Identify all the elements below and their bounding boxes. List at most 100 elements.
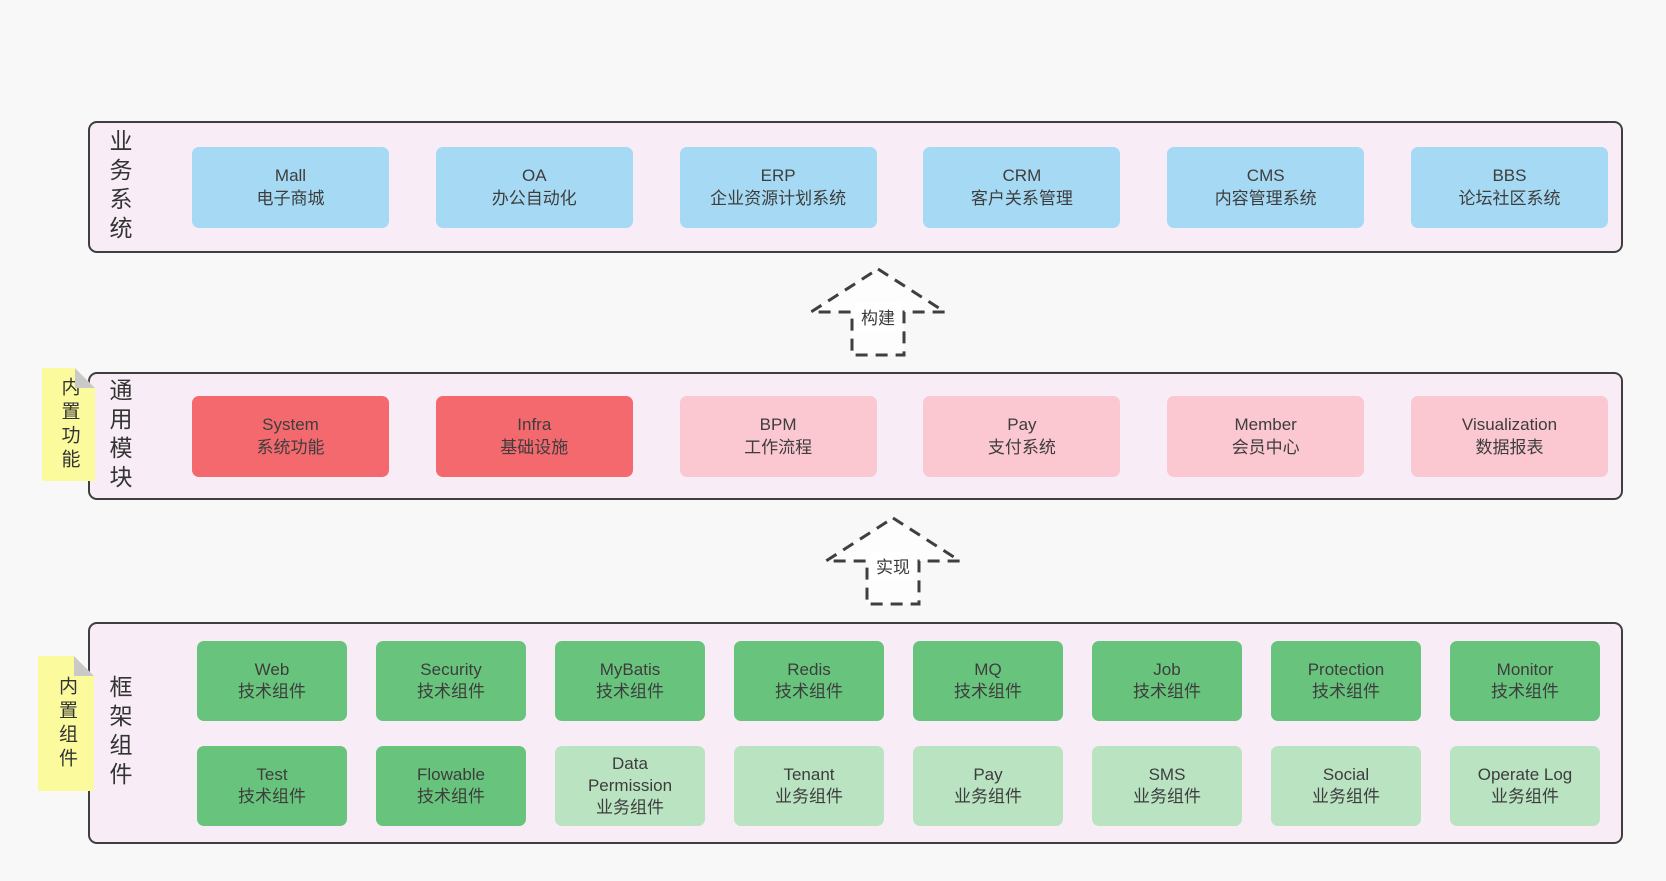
box-web: Web 技术组件 xyxy=(197,640,347,721)
box-title: Monitor xyxy=(1496,659,1554,679)
box-title: Pay xyxy=(1007,415,1037,434)
box-title: Tenant xyxy=(783,764,835,784)
box-title: Data Permission xyxy=(587,753,673,795)
box-test: Test 技术组件 xyxy=(197,745,347,826)
components-row-2: Test 技术组件 Flowable 技术组件 Data Permission … xyxy=(197,745,1600,826)
panel-label-framework-components: 框架组件 xyxy=(106,675,132,791)
box-mq: MQ 技术组件 xyxy=(913,640,1063,721)
box-title: Mall xyxy=(274,166,307,185)
box-subtitle: 业务组件 xyxy=(1491,786,1559,806)
sticky-note-built-in-components: 内置组件 xyxy=(38,656,94,791)
arrow-implement-label: 实现 xyxy=(870,551,916,580)
box-title: Infra xyxy=(517,415,552,434)
box-subtitle: 技术组件 xyxy=(238,786,306,806)
arrow-implement: 实现 xyxy=(820,515,966,607)
box-social: Social 业务组件 xyxy=(1271,745,1421,826)
box-subtitle: 技术组件 xyxy=(1491,681,1559,701)
box-title: Web xyxy=(254,659,290,679)
box-oa: OA 办公自动化 xyxy=(435,146,633,228)
box-protection: Protection 技术组件 xyxy=(1271,640,1421,721)
box-subtitle: 技术组件 xyxy=(596,681,664,701)
box-subtitle: 业务组件 xyxy=(1133,786,1201,806)
panel-framework-components: 框架组件 Web 技术组件 Security 技术组件 MyBatis 技术组件… xyxy=(88,622,1623,844)
box-subtitle: 办公自动化 xyxy=(491,189,577,208)
box-subtitle: 客户关系管理 xyxy=(970,189,1073,208)
box-member: Member 会员中心 xyxy=(1167,395,1365,477)
box-title: Security xyxy=(420,659,482,679)
box-mall: Mall 电子商城 xyxy=(192,146,389,228)
panel-business-systems: 业务系统 Mall 电子商城 OA 办公自动化 ERP 企业资源计划系统 CRM… xyxy=(88,121,1623,253)
box-subtitle: 电子商城 xyxy=(256,189,325,208)
box-subtitle: 业务组件 xyxy=(1312,786,1380,806)
box-tenant: Tenant 业务组件 xyxy=(734,745,884,826)
box-title: BPM xyxy=(759,415,797,434)
box-subtitle: 论坛社区系统 xyxy=(1458,189,1561,208)
box-pay: Pay 支付系统 xyxy=(923,395,1121,477)
box-flowable: Flowable 技术组件 xyxy=(376,745,526,826)
box-subtitle: 技术组件 xyxy=(417,786,485,806)
box-subtitle: 数据报表 xyxy=(1475,438,1544,457)
box-title: System xyxy=(262,415,319,434)
box-bpm: BPM 工作流程 xyxy=(679,395,877,477)
sticky-text: 内置组件 xyxy=(56,675,77,772)
box-subtitle: 工作流程 xyxy=(744,438,813,457)
box-job: Job 技术组件 xyxy=(1092,640,1242,721)
box-erp: ERP 企业资源计划系统 xyxy=(679,146,877,228)
box-subtitle: 技术组件 xyxy=(1133,681,1201,701)
box-subtitle: 技术组件 xyxy=(775,681,843,701)
box-title: Member xyxy=(1234,415,1297,434)
box-system: System 系统功能 xyxy=(192,395,389,477)
panel-common-modules: 通用模块 System 系统功能 Infra 基础设施 BPM 工作流程 Pay… xyxy=(88,372,1623,500)
box-visualization: Visualization 数据报表 xyxy=(1410,395,1608,477)
box-subtitle: 系统功能 xyxy=(256,438,325,457)
box-subtitle: 内容管理系统 xyxy=(1214,189,1317,208)
modules-row: System 系统功能 Infra 基础设施 BPM 工作流程 Pay 支付系统… xyxy=(192,395,1608,477)
box-title: Job xyxy=(1153,659,1181,679)
business-row: Mall 电子商城 OA 办公自动化 ERP 企业资源计划系统 CRM 客户关系… xyxy=(192,146,1608,228)
box-subtitle: 技术组件 xyxy=(238,681,306,701)
panel-components-content: Web 技术组件 Security 技术组件 MyBatis 技术组件 Redi… xyxy=(197,624,1600,842)
box-title: Visualization xyxy=(1461,415,1558,434)
box-title: CMS xyxy=(1246,166,1285,185)
arrow-build-label: 构建 xyxy=(855,302,901,331)
box-title: MyBatis xyxy=(599,659,661,679)
panel-label-business-systems: 业务系统 xyxy=(106,129,132,245)
box-title: MQ xyxy=(974,659,1002,679)
box-title: SMS xyxy=(1148,764,1186,784)
box-title: Social xyxy=(1322,764,1370,784)
box-infra: Infra 基础设施 xyxy=(435,395,633,477)
box-title: CRM xyxy=(1002,166,1042,185)
box-title: Pay xyxy=(973,764,1003,784)
box-subtitle: 业务组件 xyxy=(596,797,664,817)
box-title: Flowable xyxy=(416,764,486,784)
box-monitor: Monitor 技术组件 xyxy=(1450,640,1600,721)
box-subtitle: 业务组件 xyxy=(954,786,1022,806)
box-title: ERP xyxy=(760,166,796,185)
box-subtitle: 技术组件 xyxy=(417,681,485,701)
box-subtitle: 企业资源计划系统 xyxy=(710,189,847,208)
panel-modules-content: System 系统功能 Infra 基础设施 BPM 工作流程 Pay 支付系统… xyxy=(192,374,1608,498)
box-operate-log: Operate Log 业务组件 xyxy=(1450,745,1600,826)
box-crm: CRM 客户关系管理 xyxy=(923,146,1121,228)
sticky-note-built-in-features: 内置功能 xyxy=(42,368,95,481)
box-bbs: BBS 论坛社区系统 xyxy=(1410,146,1608,228)
arrow-build: 构建 xyxy=(805,266,951,358)
panel-business-content: Mall 电子商城 OA 办公自动化 ERP 企业资源计划系统 CRM 客户关系… xyxy=(192,123,1608,251)
panel-label-common-modules: 通用模块 xyxy=(106,378,132,494)
box-title: Operate Log xyxy=(1477,764,1573,784)
box-subtitle: 会员中心 xyxy=(1231,438,1300,457)
box-mybatis: MyBatis 技术组件 xyxy=(555,640,705,721)
box-subtitle: 技术组件 xyxy=(954,681,1022,701)
box-subtitle: 基础设施 xyxy=(500,438,569,457)
box-title: OA xyxy=(522,166,547,185)
box-title: Protection xyxy=(1307,659,1385,679)
sticky-text: 内置功能 xyxy=(58,376,80,473)
box-cms: CMS 内容管理系统 xyxy=(1167,146,1365,228)
box-pay-business: Pay 业务组件 xyxy=(913,745,1063,826)
box-title: Redis xyxy=(787,659,831,679)
box-sms: SMS 业务组件 xyxy=(1092,745,1242,826)
box-subtitle: 业务组件 xyxy=(775,786,843,806)
box-title: Test xyxy=(256,764,288,784)
box-data-permission: Data Permission 业务组件 xyxy=(555,745,705,826)
